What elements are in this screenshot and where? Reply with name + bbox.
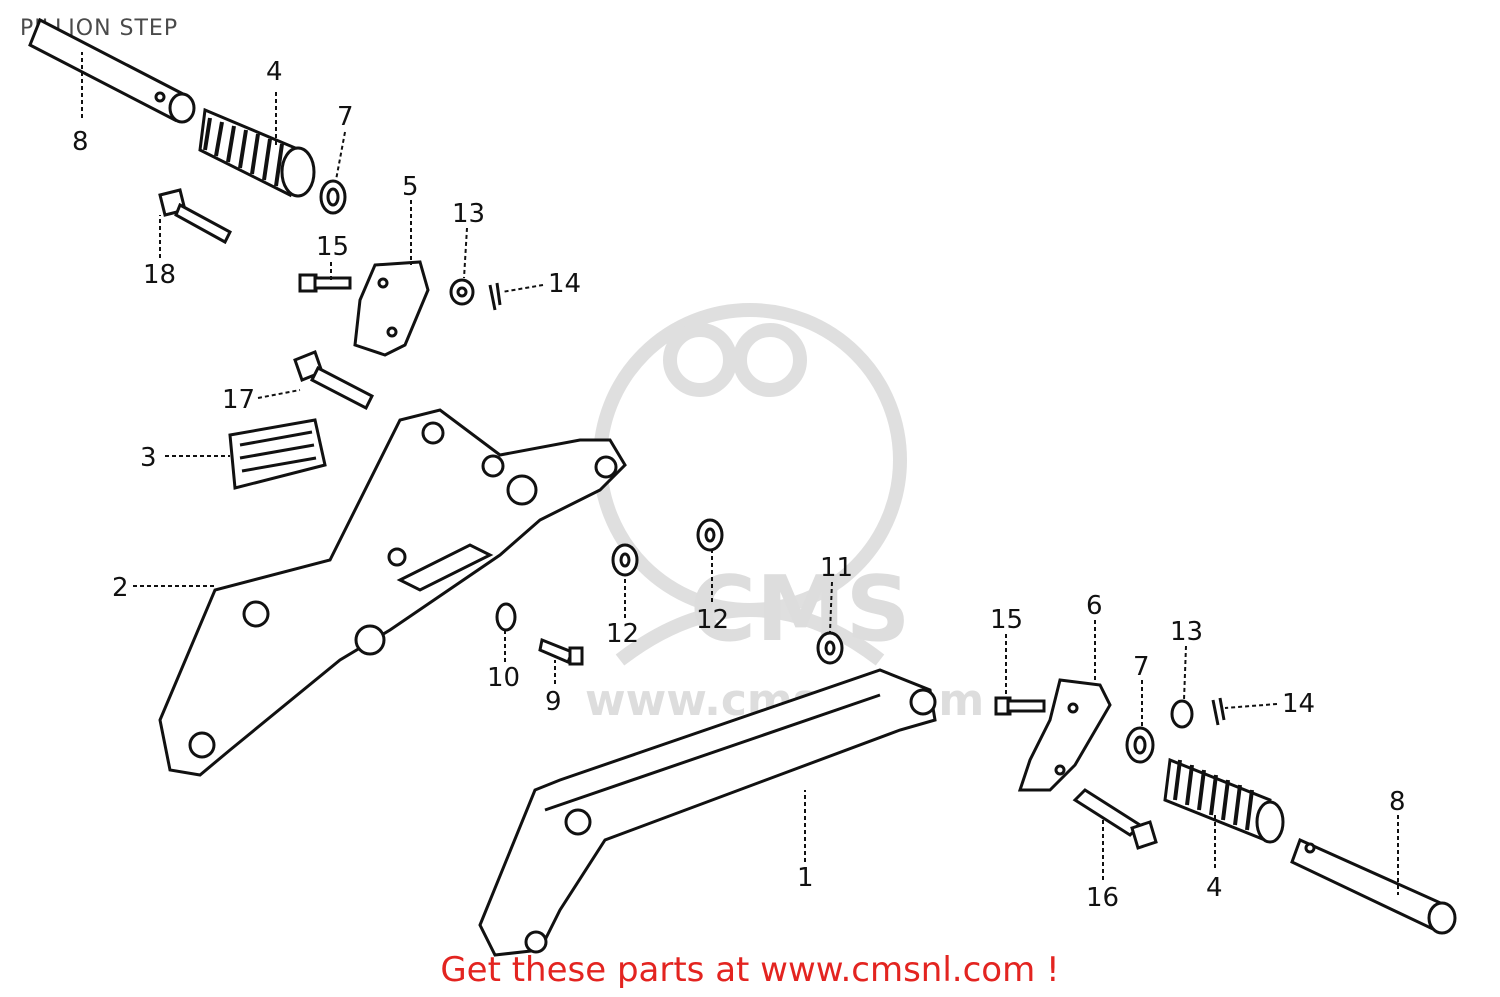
callout-2: 2 — [112, 573, 129, 603]
callout-3: 3 — [140, 443, 157, 473]
callout-5: 5 — [402, 172, 419, 202]
part-16-bolt[interactable] — [1072, 788, 1158, 850]
watermark-logo-text: CMS — [690, 557, 910, 662]
callout-13-top: 13 — [452, 199, 485, 229]
part-2-step-holder[interactable] — [158, 408, 627, 777]
part-4-footpeg-rubber-top[interactable] — [198, 107, 316, 198]
part-9-bolt[interactable] — [538, 637, 584, 666]
part-12-nut-right[interactable] — [696, 518, 724, 552]
callout-10: 10 — [487, 663, 520, 693]
callout-16: 16 — [1086, 883, 1119, 913]
part-15-bolt-top[interactable] — [298, 273, 352, 293]
part-11-nut[interactable] — [816, 631, 844, 665]
callout-14-right: 14 — [1282, 689, 1315, 719]
callout-8-right: 8 — [1389, 787, 1406, 817]
part-18-bolt[interactable] — [158, 188, 232, 245]
part-7-washer-right[interactable] — [1125, 726, 1155, 764]
callout-8-top: 8 — [72, 127, 89, 157]
callout-1: 1 — [797, 863, 814, 893]
callout-6: 6 — [1086, 591, 1103, 621]
callout-18: 18 — [143, 260, 176, 290]
part-8-pin-right[interactable] — [1290, 837, 1457, 935]
part-12-nut-left[interactable] — [611, 543, 639, 577]
part-3-rubber-pad[interactable] — [228, 418, 327, 490]
part-13-washer-top[interactable] — [449, 278, 475, 306]
callout-15-top: 15 — [316, 232, 349, 262]
part-14-cotter-pin-right[interactable] — [1211, 697, 1226, 726]
callout-4-top: 4 — [266, 57, 283, 87]
callout-12-left: 12 — [606, 619, 639, 649]
part-13-washer-right[interactable] — [1170, 699, 1194, 729]
leader-lines — [81, 52, 1399, 895]
part-14-cotter-pin-top[interactable] — [488, 282, 502, 311]
part-4-footpeg-rubber-right[interactable] — [1163, 757, 1285, 844]
part-5-bracket[interactable] — [353, 260, 430, 357]
callout-13-right: 13 — [1170, 617, 1203, 647]
callout-17: 17 — [222, 385, 255, 415]
part-1-step-arm[interactable] — [478, 668, 937, 957]
callout-12-right: 12 — [696, 605, 729, 635]
callout-7-right: 7 — [1133, 652, 1150, 682]
callout-15-right: 15 — [990, 605, 1023, 635]
part-17-bolt[interactable] — [293, 350, 375, 411]
callout-9: 9 — [545, 687, 562, 717]
part-10-nut[interactable] — [495, 602, 517, 632]
part-6-bracket[interactable] — [1017, 678, 1112, 792]
part-8-pin-top[interactable] — [28, 17, 196, 124]
callout-7-top: 7 — [337, 102, 354, 132]
callout-11: 11 — [820, 553, 853, 583]
footer-shop-link[interactable]: Get these parts at www.cmsnl.com ! — [440, 950, 1060, 990]
part-7-washer-top[interactable] — [319, 179, 347, 215]
part-15-bolt-right[interactable] — [994, 696, 1046, 716]
callout-14-top: 14 — [548, 269, 581, 299]
callout-4-right: 4 — [1206, 873, 1223, 903]
